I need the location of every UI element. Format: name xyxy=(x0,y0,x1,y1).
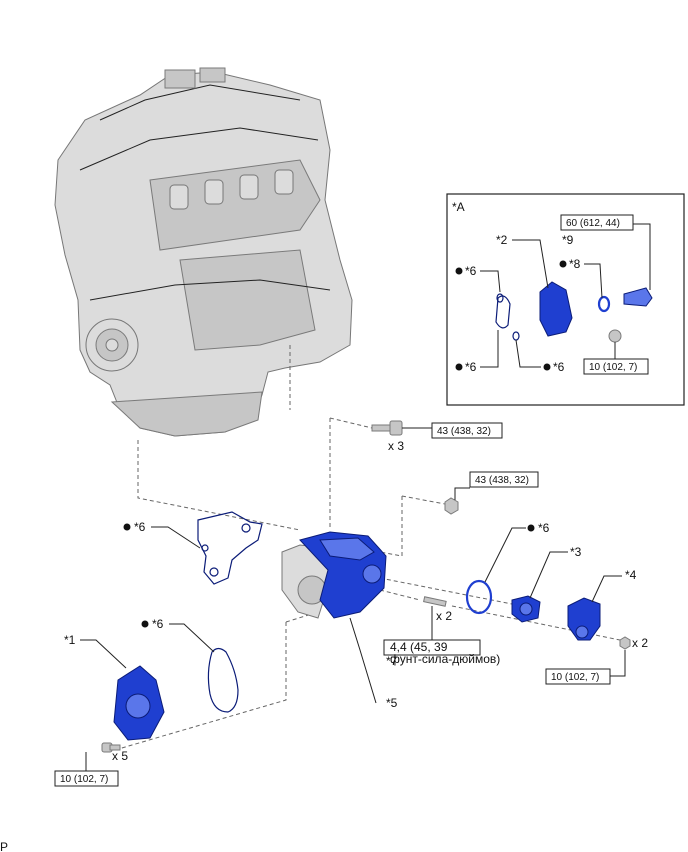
water-inlet-housing-inset xyxy=(539,281,573,337)
torque-stud-line2: фунт-сила-дюймов) xyxy=(390,652,500,666)
label-item6-inset-a: *6 xyxy=(465,264,477,278)
multiplier-bolt-bottom: x 5 xyxy=(112,749,128,763)
torque-box xyxy=(583,358,649,375)
torque-box xyxy=(560,214,634,231)
label-item6-inset-b: *6 xyxy=(465,360,477,374)
o-ring-inset xyxy=(597,295,611,313)
drain-cock-plug-inset xyxy=(623,287,653,307)
torque-stud-line1: 4,4 (45, 39 xyxy=(390,640,448,654)
water-pump-assembly xyxy=(281,531,387,619)
nut-inset xyxy=(608,329,622,343)
torque-inset-bottom: 10 (102, 7) xyxy=(589,362,637,373)
label-item6-inset-c: *6 xyxy=(553,360,565,374)
inset-title: *A xyxy=(452,200,465,214)
bullet-icon xyxy=(455,363,463,371)
label-item7: *7 xyxy=(386,654,398,668)
torque-box xyxy=(54,770,119,787)
label-item9: *9 xyxy=(562,233,574,247)
stud xyxy=(423,596,447,607)
label-item5: *5 xyxy=(386,696,398,710)
bullet-icon xyxy=(543,363,551,371)
bolt-bottom xyxy=(101,742,121,753)
corner-mark: P xyxy=(0,840,8,852)
multiplier-stud: x 2 xyxy=(436,609,452,623)
label-item2: *2 xyxy=(496,233,508,247)
bullet-icon xyxy=(455,267,463,275)
water-pump-gasket xyxy=(197,511,263,585)
torque-bolt-bottom: 10 (102, 7) xyxy=(60,774,108,785)
water-pump-cover xyxy=(113,665,165,741)
label-item1: *1 xyxy=(64,633,76,647)
label-item6-oring: *6 xyxy=(538,521,550,535)
torque-inset-top: 60 (612, 44) xyxy=(566,218,620,229)
bullet-icon xyxy=(527,524,535,532)
label-item4: *4 xyxy=(625,568,637,582)
bullet-icon xyxy=(123,523,131,531)
engine-assembly xyxy=(54,67,353,437)
multiplier-bolt-top: x 3 xyxy=(388,439,404,453)
label-item6-gasket: *6 xyxy=(134,520,146,534)
o-ring xyxy=(465,579,493,615)
lower-gasket xyxy=(207,647,239,713)
torque-box xyxy=(431,422,503,439)
bolt-top xyxy=(371,420,403,436)
thermostat xyxy=(511,595,541,623)
inset-detail-a: *A *2 *9 *8 *6 *6 *6 60 (612, 44) 10 (10… xyxy=(446,193,685,406)
nut-right xyxy=(619,636,631,650)
torque-plug: 43 (438, 32) xyxy=(475,475,529,486)
bullet-icon xyxy=(141,620,149,628)
plug xyxy=(444,497,459,515)
label-item6-lower: *6 xyxy=(152,617,164,631)
label-item3: *3 xyxy=(570,545,582,559)
torque-box xyxy=(545,668,611,685)
torque-nut-right: 10 (102, 7) xyxy=(551,672,599,683)
torque-bolt-top: 43 (438, 32) xyxy=(437,426,491,437)
water-inlet xyxy=(567,597,601,641)
bullet-icon xyxy=(559,260,567,268)
label-item8: *8 xyxy=(569,257,581,271)
multiplier-nut-right: x 2 xyxy=(632,636,648,650)
torque-box xyxy=(469,471,539,488)
torque-box xyxy=(383,639,481,656)
